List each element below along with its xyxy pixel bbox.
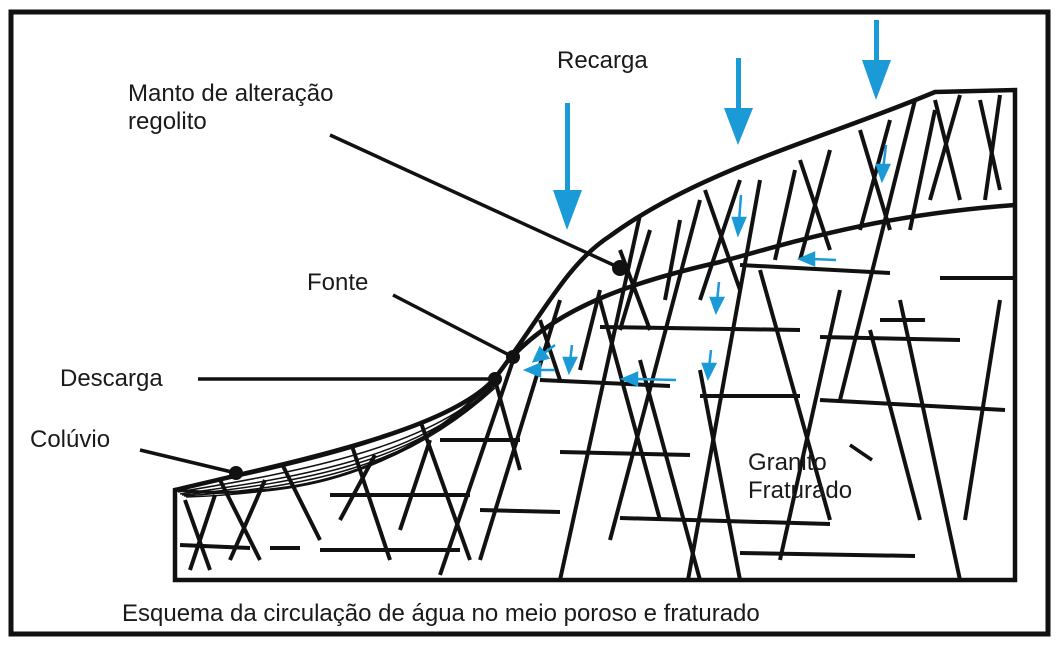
manto-marker [612,260,628,276]
leader-coluvio [139,448,237,475]
label-granito-fraturado: Granito Fraturado [748,449,898,505]
label-coluvio: Colúvio [30,426,111,453]
recharge-arrow-1 [553,103,582,230]
label-recarga: Recarga [557,47,648,74]
recharge-arrow-3 [862,20,891,100]
leader-fonte [392,293,514,359]
label-granito-line1: Granito [748,449,827,476]
flow-arrow-down [701,349,718,382]
recharge-arrow-2 [724,58,753,145]
hill-surface [172,87,1018,583]
label-manto-alteracao: Manto de alteração regolito [128,80,428,136]
label-descarga: Descarga [60,365,163,392]
label-manto-line1: Manto de alteração [128,80,334,107]
flow-arrow-left [796,251,837,267]
flow-arrow-down [731,194,747,238]
label-manto-line2: regolito [128,108,207,135]
leader-manto [329,133,621,270]
fracture-network [179,90,1015,580]
flow-arrow-left [619,371,677,387]
flow-arrow-down [562,344,579,376]
descarga-marker [488,372,502,386]
fonte-marker [506,350,520,364]
colluvium-wedge [174,376,497,498]
outer-frame [8,9,1051,637]
flow-arrow-down [709,281,726,316]
coluvio-marker [229,466,243,480]
flow-arrow-left [522,362,555,378]
diagram-caption: Esquema da circulação de água no meio po… [122,600,760,627]
regolith-boundary [510,202,1016,359]
leader-granito [849,443,873,462]
flow-arrow-diag [531,344,556,363]
label-fonte: Fonte [307,269,369,296]
label-granito-line2: Fraturado [748,477,853,504]
flow-arrow-down [875,144,891,184]
